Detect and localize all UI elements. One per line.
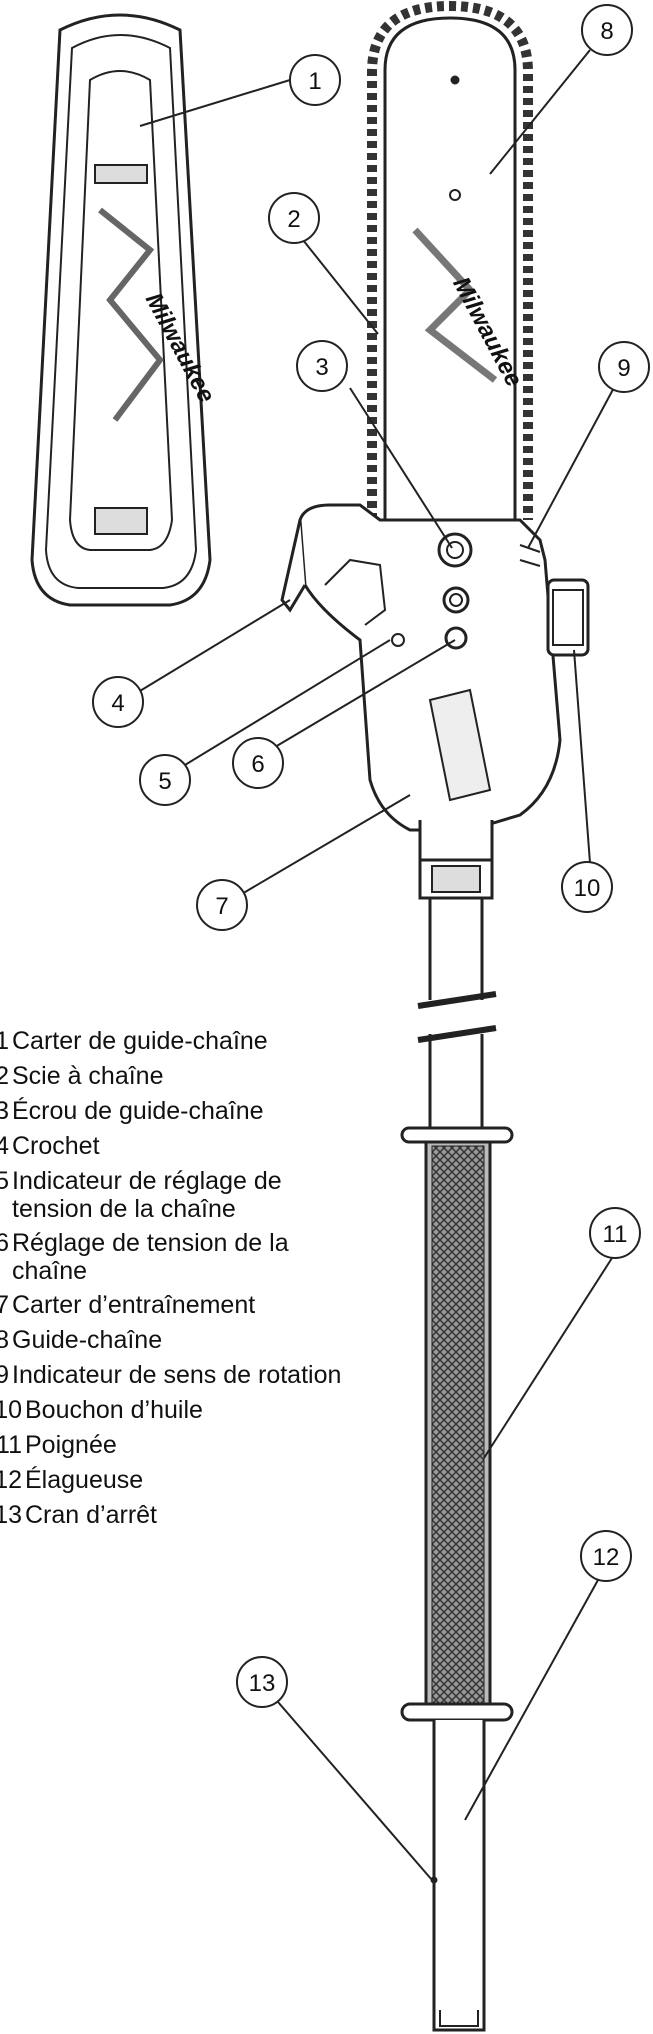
legend-item-13: 13.Cran d’arrêt <box>0 1501 157 1529</box>
callout-10: 10 <box>561 861 613 913</box>
legend-number: 13. <box>0 1501 22 1529</box>
legend-label: Crochet <box>12 1132 100 1160</box>
callout-5: 5 <box>139 754 191 806</box>
legend-number: 4. <box>0 1132 9 1160</box>
svg-text:1: 1 <box>308 68 321 95</box>
legend-number: 9. <box>0 1361 9 1389</box>
leader-lines <box>129 49 618 1881</box>
callout-12: 12 <box>580 1530 632 1582</box>
svg-text:8: 8 <box>600 18 613 45</box>
callout-1: 1 <box>289 54 341 106</box>
svg-text:2: 2 <box>287 206 300 233</box>
callout-9: 9 <box>598 341 650 393</box>
legend-label: Guide-chaîne <box>12 1326 163 1354</box>
legend-item-11: 11.Poignée <box>0 1431 117 1459</box>
legend-label: Cran d’arrêt <box>25 1501 157 1529</box>
legend-label: Scie à chaîne <box>12 1062 164 1090</box>
legend-label: Carter d’entraînement <box>12 1291 256 1319</box>
legend-label: Élagueuse <box>25 1466 144 1494</box>
legend-item-3: 3.Écrou de guide-chaîne <box>0 1097 264 1125</box>
drive-housing <box>280 503 590 832</box>
legend-item-6: 6.Réglage de tension de la chaîne <box>0 1229 289 1285</box>
legend-item-9: 9.Indicateur de sens de rotation <box>0 1361 341 1389</box>
guide-bar: Milwaukee <box>367 0 533 520</box>
svg-text:10: 10 <box>574 875 601 902</box>
legend-item-5: 5.Indicateur de réglage de tension de la… <box>0 1167 282 1223</box>
legend-label: Indicateur de sens de rotation <box>12 1361 342 1389</box>
legend-number: 1. <box>0 1027 9 1055</box>
bar-sheath: Milwaukee <box>30 13 220 607</box>
svg-text:11: 11 <box>603 1221 628 1248</box>
pole <box>400 820 514 2032</box>
callout-7: 7 <box>196 879 248 931</box>
legend-number: 11. <box>0 1431 22 1459</box>
legend-label: Bouchon d’huile <box>25 1396 203 1424</box>
legend-item-1: 1.Carter de guide-chaîne <box>0 1027 268 1055</box>
legend-item-4: 4.Crochet <box>0 1132 100 1160</box>
legend-label: Poignée <box>25 1431 117 1459</box>
legend-label: Réglage de tension de la chaîne <box>12 1229 289 1285</box>
svg-text:6: 6 <box>251 751 264 778</box>
legend-label: Écrou de guide-chaîne <box>12 1097 264 1125</box>
callout-11: 11 <box>589 1207 641 1259</box>
svg-text:9: 9 <box>617 355 630 382</box>
callout-4: 4 <box>92 676 144 728</box>
svg-text:12: 12 <box>593 1544 620 1571</box>
legend-item-7: 7.Carter d’entraînement <box>0 1291 255 1319</box>
svg-text:3: 3 <box>315 354 328 381</box>
legend-item-10: 10.Bouchon d’huile <box>0 1396 203 1424</box>
callout-3: 3 <box>296 340 348 392</box>
callout-2: 2 <box>268 192 320 244</box>
legend-number: 8. <box>0 1326 9 1354</box>
legend-number: 10. <box>0 1396 22 1424</box>
legend-item-2: 2.Scie à chaîne <box>0 1062 164 1090</box>
svg-text:4: 4 <box>111 690 124 717</box>
callout-6: 6 <box>232 737 284 789</box>
legend-item-12: 12.Élagueuse <box>0 1466 143 1494</box>
legend-number: 5. <box>0 1167 9 1195</box>
legend-label: Indicateur de réglage de tension de la c… <box>12 1167 282 1223</box>
svg-text:13: 13 <box>249 1670 276 1697</box>
legend-item-8: 8.Guide-chaîne <box>0 1326 162 1354</box>
legend-label: Carter de guide-chaîne <box>12 1027 268 1055</box>
svg-text:7: 7 <box>215 893 228 920</box>
callout-13: 13 <box>236 1656 288 1708</box>
svg-text:5: 5 <box>158 768 171 795</box>
legend-number: 2. <box>0 1062 9 1090</box>
legend-number: 6. <box>0 1229 9 1257</box>
legend-number: 7. <box>0 1291 9 1319</box>
legend-number: 12. <box>0 1466 22 1494</box>
callout-8: 8 <box>581 4 633 56</box>
legend-number: 3. <box>0 1097 9 1125</box>
